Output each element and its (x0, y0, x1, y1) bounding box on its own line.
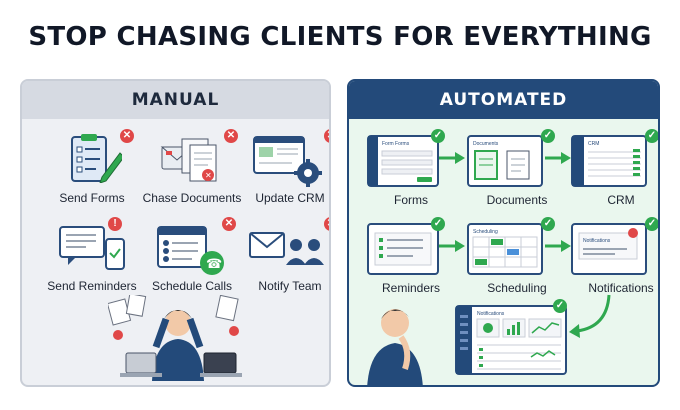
check-icon: ✓ (553, 299, 567, 313)
item-label: Scheduling (487, 281, 547, 295)
crm-screen-icon: CRM (571, 135, 647, 187)
reminder-message-icon (59, 226, 125, 270)
manual-item-chase-documents: ✕ ✕ Chase Documents (142, 129, 242, 209)
auto-item-documents: Documents ✓ Documents (467, 129, 567, 209)
error-icon: ✕ (324, 129, 329, 143)
arrow-right-icon (545, 240, 571, 252)
svg-text:✕: ✕ (205, 171, 212, 180)
manual-item-update-crm: ✕ Update CRM (240, 129, 329, 209)
calendar-phone-icon: ☎ (157, 226, 224, 275)
manual-item-notify-team: ✕ Notify Team (240, 217, 329, 297)
error-icon: ✕ (222, 217, 236, 231)
error-icon: ✕ (120, 129, 134, 143)
item-label: Notifications (588, 281, 654, 295)
reminders-screen-icon (367, 223, 439, 275)
manual-item-send-reminders: ! Send Reminders (42, 217, 142, 297)
check-icon: ✓ (541, 129, 555, 143)
item-label: Documents (486, 193, 548, 207)
automated-heading: AUTOMATED (349, 81, 658, 119)
mini-screen-title: Scheduling (473, 229, 498, 235)
mini-screen-title: Notifications (477, 311, 505, 317)
item-label: Notify Team (258, 279, 322, 293)
manual-item-send-forms: ✕ Send Forms (42, 129, 142, 209)
item-label: Reminders (381, 281, 441, 295)
auto-item-forms: Form Forms ✓ Forms (361, 129, 461, 209)
auto-item-reminders: ✓ Reminders (361, 217, 461, 297)
auto-item-crm: CRM ✓ CRM (571, 129, 658, 209)
manual-heading: MANUAL (22, 81, 329, 119)
item-label: Update CRM (255, 191, 325, 205)
item-label: Forms (394, 193, 428, 207)
mini-screen-title: Documents (473, 141, 499, 147)
check-icon: ✓ (541, 217, 555, 231)
item-label: Send Reminders (47, 279, 137, 293)
mini-screen-title: CRM (588, 141, 599, 147)
forms-screen-icon: Form Forms (367, 135, 439, 187)
arrow-curved-icon (569, 294, 611, 338)
dashboard-icon: Notifications (455, 305, 567, 375)
item-label: CRM (607, 193, 635, 207)
auto-item-notifications: Notifications ✓ Notifications (571, 217, 658, 297)
svg-text:☎: ☎ (206, 257, 222, 272)
arrow-right-icon (545, 152, 571, 164)
mini-screen-title: Form Forms (382, 141, 410, 147)
check-icon: ✓ (431, 217, 445, 231)
auto-item-scheduling: Scheduling ✓ Scheduling (467, 217, 567, 297)
error-icon: ✕ (324, 217, 329, 231)
arrow-right-icon (439, 152, 465, 164)
clipboard-icon (71, 134, 122, 183)
stressed-person-illustration (108, 295, 242, 381)
calm-person-illustration (367, 309, 423, 385)
arrow-right-icon (439, 240, 465, 252)
notifications-screen-icon: Notifications (571, 223, 647, 275)
item-label: Schedule Calls (151, 279, 233, 293)
team-mail-icon (249, 232, 324, 265)
error-icon: ✕ (224, 129, 238, 143)
crm-settings-icon (253, 136, 322, 187)
documents-screen-icon: Documents (467, 135, 543, 187)
manual-item-schedule-calls: ☎ ✕ Schedule Calls (142, 217, 242, 297)
alert-icon: ! (108, 217, 122, 231)
item-label: Chase Documents (142, 191, 242, 205)
check-icon: ✓ (645, 217, 658, 231)
check-icon: ✓ (645, 129, 658, 143)
automated-panel: AUTOMATED Form Forms ✓ Forms Documents ✓ (347, 79, 660, 387)
mini-screen-title: Notifications (583, 238, 611, 244)
dashboard-screen: Notifications ✓ (455, 299, 567, 375)
manual-panel: MANUAL ✕ Send Forms ✕ (20, 79, 331, 387)
check-icon: ✓ (431, 129, 445, 143)
page-title: STOP CHASING CLIENTS FOR EVERYTHING (28, 22, 652, 52)
scheduling-screen-icon: Scheduling (467, 223, 543, 275)
item-label: Send Forms (59, 191, 125, 205)
documents-icon: ✕ (160, 138, 217, 182)
